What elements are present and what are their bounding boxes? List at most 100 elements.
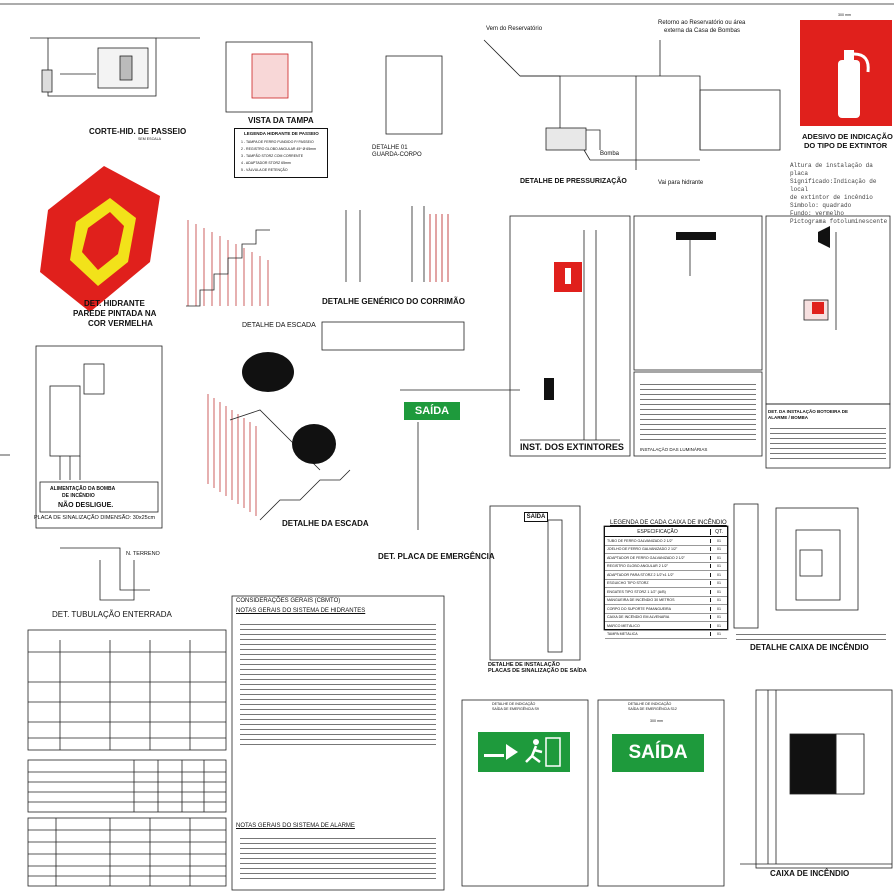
legenda-caixa-row: ESGUICHO TIPO STORZ 01 — [605, 580, 727, 588]
legenda-hidrante-list: 1 - TAMPA DE FERRO FUNDIDO P/ PASSEIO 2 … — [241, 139, 316, 174]
spec-extintor: de extintor de incêndio — [790, 194, 873, 201]
legenda-caixa-row: TAMPA METÁLICA 01 — [605, 631, 727, 639]
legenda-caixa-item: TAMPA METÁLICA — [607, 632, 638, 637]
placa-sinalizacao-dim: PLACA DE SINALIZAÇÃO DIMENSÃO: 30x25cm — [34, 515, 156, 521]
legenda-caixa-item: CAIXA DE INCÊNDIO EM ALVENARIA — [607, 615, 670, 620]
caixa-notes-text — [736, 630, 886, 644]
legenda-caixa-qt: 01 — [710, 538, 727, 543]
s9-exit-sign — [478, 732, 570, 772]
legenda-caixa-item: CORPO DO SUPORTE P/MANGUEIRA — [607, 606, 672, 611]
col-especificacao: ESPECIFICAÇÃO — [637, 528, 678, 535]
s12-exit-sign: SAÍDA — [612, 734, 704, 772]
terreno-label: N. TERRENO — [126, 551, 160, 557]
alimentacao-2: DE INCÊNDIO — [62, 493, 95, 499]
notas-alarme-text — [240, 834, 436, 883]
title-det-hidrante-3: COR VERMELHA — [88, 319, 153, 328]
title-notas-hidrantes: NOTAS GERAIS DO SISTEMA DE HIDRANTES — [236, 608, 366, 614]
vem-reservatorio: Vem do Reservatório — [486, 26, 543, 32]
legenda-caixa-qt: 01 — [710, 632, 727, 637]
vai-hidrante: Vai para hidrante — [658, 180, 704, 186]
legenda-caixa-row: ADAPTADOR PARA STORZ 2 1/2"x1 1/2" 01 — [605, 571, 727, 580]
legenda-caixa-row: ADAPTADOR DE FERRO GALVANIZADO 2 1/2" 01 — [605, 554, 727, 563]
spec-pictograma: Pictograma fotoluminescente — [790, 218, 888, 225]
luminarias-notes-text — [640, 380, 756, 444]
title-det-s9-2: SAÍDA DE EMERGÊNCIA S9 — [492, 707, 539, 711]
legenda-caixa-qt: 01 — [710, 615, 727, 620]
title-det-s12-2: SAÍDA DE EMERGÊNCIA S12 — [628, 707, 677, 711]
title-adesivo-1: ADESIVO DE INDICAÇÃO — [802, 132, 893, 141]
title-consideracoes: CONSIDERAÇÕES GERAIS (CBMTO) — [236, 598, 341, 604]
legenda-caixa-row: ENGATES TIPO STORZ 1 1/2" (A/B)01 — [605, 588, 727, 597]
legenda-caixa-item: MANGUEIRA DE INCÊNDIO 30 METROS — [607, 598, 675, 603]
spec-fundo: Fundo: vermelho — [790, 210, 845, 217]
legenda-caixa-table: ESPECIFICAÇÃO QT. TUBO DE FERRO GALVANIZ… — [604, 526, 728, 639]
title-corte-hid: CORTE-HID. DE PASSEIO — [89, 127, 187, 136]
title-det-s12-1: DETALHE DE INDICAÇÃO — [628, 702, 672, 706]
legenda-caixa-qt: 01 — [710, 623, 727, 628]
legenda-caixa-qt: 01 — [710, 572, 727, 577]
legenda-caixa-item: ADAPTADOR PARA STORZ 2 1/2"x1 1/2" — [607, 572, 674, 577]
title-pressurizacao: DETALHE DE PRESSURIZAÇÃO — [520, 178, 627, 185]
title-vista-tampa: VISTA DA TAMPA — [248, 116, 314, 125]
dim-300-s12: 300 mm — [650, 719, 663, 723]
adesivo-specs: Altura de instalação da placa Significad… — [790, 162, 894, 226]
legenda-caixa-qt: 01 — [710, 589, 727, 594]
legenda-caixa-qt: 01 — [710, 606, 727, 611]
retorno-reservatorio: Retorno ao Reservatório ou área — [658, 20, 746, 26]
legenda-caixa-qt: 01 — [710, 555, 727, 560]
legenda-hidrante-item: 1 - TAMPA DE FERRO FUNDIDO P/ PASSEIO — [241, 140, 314, 144]
legenda-hidrante-item: 5 - VÁLVULA DE RETENÇÃO — [241, 168, 288, 172]
legenda-hidrante-item: 4 - ADAPTADOR STORZ 65mm — [241, 161, 291, 165]
legenda-caixa-row: CORPO DO SUPORTE P/MANGUEIRA 01 — [605, 605, 727, 614]
botoeira-notes-text — [770, 424, 886, 463]
legenda-caixa-row: CAIXA DE INCÊNDIO EM ALVENARIA 01 — [605, 614, 727, 622]
title-detalhe01: DETALHE 01 — [372, 145, 408, 151]
title-botoeira-2: ALARME / BOMBA — [768, 415, 808, 420]
legenda-caixa-item: TUBO DE FERRO GALVANIZADO 2 1/2" — [607, 538, 673, 543]
saida-sign: SAÍDA — [404, 402, 460, 420]
legenda-caixa-qt: 01 — [710, 564, 727, 569]
running-man-icon — [484, 737, 561, 767]
title-inst-extintores: INST. DOS EXTINTORES — [520, 442, 624, 452]
title-placa-emergencia: DET. PLACA DE EMERGÊNCIA — [378, 552, 495, 561]
saida-small-sign: SAÍDA — [524, 512, 548, 522]
legenda-caixa-row: TUBO DE FERRO GALVANIZADO 2 1/2" 01 — [605, 537, 727, 546]
legenda-caixa-item: ADAPTADOR DE FERRO GALVANIZADO 2 1/2" — [607, 555, 685, 560]
legenda-hidrante-item: 3 - TAMPÃO STORZ COM CORRENTE — [241, 154, 304, 158]
spec-simbolo: Símbolo: quadrado — [790, 202, 852, 209]
bomba-label: Bomba — [600, 151, 620, 157]
legenda-caixa-item: ESGUICHO TIPO STORZ — [607, 581, 649, 586]
legenda-caixa-qt: 01 — [710, 581, 727, 586]
title-guarda-corpo: GUARDA-CORPO — [372, 152, 422, 158]
title-detalhe-caixa: DETALHE CAIXA DE INCÊNDIO — [750, 643, 869, 652]
title-botoeira-1: DET. DA INSTALAÇÃO BOTOEIRA DE — [768, 409, 849, 414]
nao-desligue: NÃO DESLIGUE. — [58, 502, 114, 509]
col-qt: QT. — [710, 528, 727, 535]
legenda-hidrante-item: 2 - REGISTRO GLOBO ANGULAR 45º Ø 65mm — [241, 147, 316, 151]
title-adesivo-2: DO TIPO DE EXTINTOR — [804, 141, 888, 150]
title-notas-alarme: NOTAS GERAIS DO SISTEMA DE ALARME — [236, 823, 355, 829]
title-legenda-hidrante: LEGENDA HIDRANTE DE PASSEIO — [244, 131, 319, 136]
title-detalhe-escada: DETALHE DA ESCADA — [242, 322, 316, 329]
legenda-caixa-header: ESPECIFICAÇÃO QT. — [605, 527, 727, 537]
casa-bombas: externa da Casa de Bombas — [664, 28, 741, 34]
title-luminarias: INSTALAÇÃO DAS LUMINÁRIAS — [640, 447, 708, 452]
title-detalhe-escada-2: DETALHE DA ESCADA — [282, 519, 369, 528]
spec-significado: Significado:Indicação de local — [790, 178, 877, 193]
title-det-s9-1: DETALHE DE INDICAÇÃO — [492, 702, 536, 706]
legenda-caixa-qt: 01 — [710, 547, 727, 552]
title-legenda-caixa: LEGENDA DE CADA CAIXA DE INCÊNDIO — [610, 520, 727, 526]
legenda-caixa-row: REGISTRO GLOBO ANGULAR 2 1/2" 01 — [605, 563, 727, 571]
title-inst-placas-1: DETALHE DE INSTALAÇÃO — [488, 662, 560, 668]
title-det-hidrante-2: PAREDE PINTADA NA — [73, 309, 157, 318]
alimentacao-1: ALIMENTAÇÃO DA BOMBA — [50, 486, 116, 492]
notas-hidrantes-text — [240, 620, 436, 749]
spec-altura: Altura de instalação da placa — [790, 162, 873, 177]
sem-escala-label: SEM ESCALA — [138, 137, 161, 141]
title-det-hidrante-1: DET. HIDRANTE — [84, 299, 145, 308]
legenda-caixa-item: REGISTRO GLOBO ANGULAR 2 1/2" — [607, 564, 668, 569]
